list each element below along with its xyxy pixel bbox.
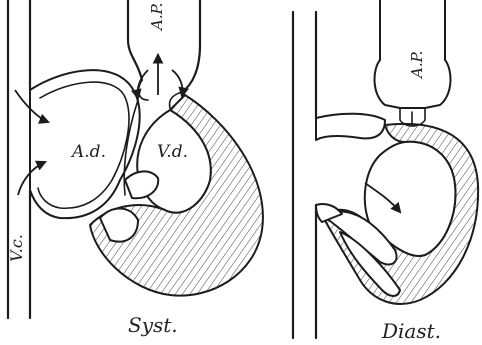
pulmonary-artery-trunk bbox=[128, 0, 142, 80]
right-ventricle-label: V.d. bbox=[157, 142, 188, 162]
pulmonary-artery-label-diastole: A.P. bbox=[408, 51, 426, 80]
diastole-right-atrium bbox=[316, 114, 385, 140]
systole-panel: V.c. A.d. V.d. A.P. Syst. bbox=[7, 0, 263, 337]
pulmonary-artery-trunk-right bbox=[182, 0, 200, 92]
diastole-caption: Diast. bbox=[381, 319, 441, 343]
vena-cava-label: V.c. bbox=[7, 234, 26, 262]
diastole-panel: A.P. Diast. bbox=[293, 0, 478, 343]
systole-caption: Syst. bbox=[128, 313, 178, 337]
right-atrium-label: A.d. bbox=[70, 142, 106, 162]
pulmonary-artery-label-systole: A.P. bbox=[148, 3, 166, 32]
